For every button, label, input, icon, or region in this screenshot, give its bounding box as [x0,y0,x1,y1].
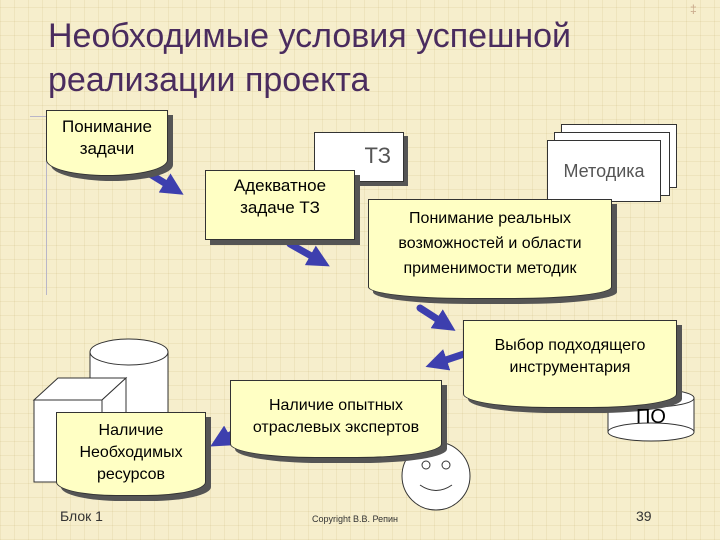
task-line-2: задачи [79,139,135,158]
note-experts: Наличие опытных отраслевых экспертов [230,380,442,458]
tz-document: ТЗ [314,132,404,182]
understand-line-1: Понимание реальных [409,210,571,227]
arrow-experts-to-resources [210,425,236,447]
slide-title: Необходимые условия успешной реализации … [48,14,688,102]
decor-line [30,116,60,117]
corner-mark: ‡ [690,2,697,16]
po-label: ПО [636,406,666,428]
understand-line-3: применимости методик [403,260,577,277]
choose-line-1: Выбор подходящего [494,337,646,354]
footer-copyright: Copyright В.В. Репин [312,514,399,524]
note-resources: Наличие Необходимых ресурсов [56,412,206,496]
arrow-task-to-adequate [146,170,184,195]
understand-line-2: возможностей и области [398,235,582,252]
arrow-adequate-to-understand [286,240,330,267]
note-understanding: Понимание реальных возможностей и област… [368,199,612,299]
note-choose-tools: Выбор подходящего инструментария [463,320,677,408]
note-adequate-tz: Адекватное задаче ТЗ [205,170,355,240]
task-line-1: Понимание [61,117,153,136]
note-task: Понимание задачи [46,110,168,176]
experts-line-1: Наличие опытных [268,397,404,414]
resources-line-3: ресурсов [96,466,166,483]
footer-section: Блок 1 [60,508,103,524]
title-line-1: Необходимые условия успешной [48,17,572,55]
decor-line [46,110,47,295]
page-number: 39 [636,508,652,524]
tz-label: ТЗ [364,143,391,168]
method-label: Методика [563,161,645,181]
method-document: Методика [547,140,661,202]
adequate-line-2: задаче ТЗ [240,198,320,217]
smiley-face-icon [401,441,471,511]
resources-line-2: Необходимых [79,444,183,461]
choose-line-2: инструментария [509,359,631,376]
title-line-2: реализации проекта [48,61,370,99]
resources-line-1: Наличие [98,422,164,439]
experts-line-2: отраслевых экспертов [252,419,420,436]
arrow-understand-to-choose [416,304,456,331]
adequate-line-1: Адекватное [233,176,327,195]
